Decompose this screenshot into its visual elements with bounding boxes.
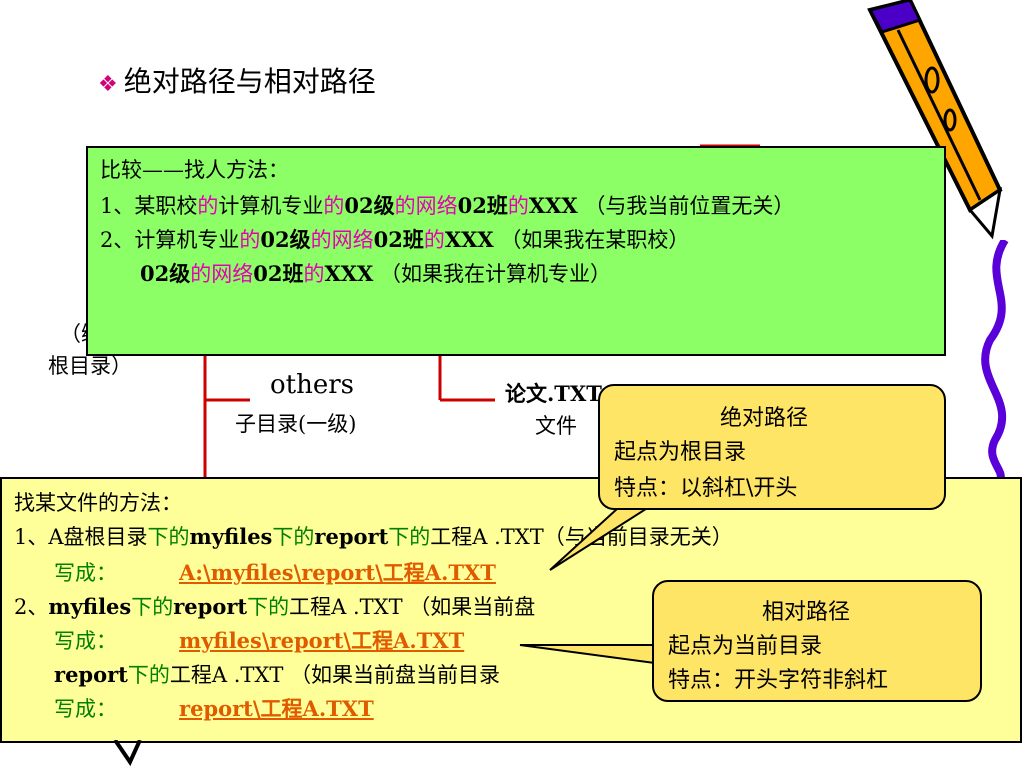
absolute-path-callout: 绝对路径 起点为根目录 特点：以斜杠\开头 — [598, 384, 946, 510]
file-method-write-2: 写成：myfiles\report\工程A.TXT — [54, 628, 465, 653]
relative-callout-title: 相对路径 — [762, 600, 851, 625]
others-sub: 子目录(一级) — [235, 412, 357, 436]
absolute-callout-line-1: 起点为根目录 — [614, 440, 747, 465]
file-method-line-1: 1、A盘根目录下的myfiles下的report下的工程A .TXT（与当前目录… — [14, 524, 733, 549]
relative-path-2: report\工程A.TXT — [179, 696, 374, 721]
relative-path-1: myfiles\report\工程A.TXT — [179, 628, 465, 653]
comparison-line-3: 02级的网络02班的XXX （如果我在计算机专业） — [140, 261, 612, 286]
title-text: 绝对路径与相对路径 — [123, 65, 376, 98]
absolute-callout-title: 绝对路径 — [720, 406, 809, 431]
file-method-write-3: 写成：report\工程A.TXT — [54, 696, 374, 721]
comparison-line-2: 2、计算机专业的02级的网络02班的XXX （如果我在某职校） — [100, 227, 690, 252]
relative-callout-line-1: 起点为当前目录 — [668, 634, 823, 659]
file-method-write-1: 写成：A:\myfiles\report\工程A.TXT — [54, 560, 496, 585]
comparison-heading: 比较——找人方法： — [100, 158, 289, 182]
file-method-line-3: report下的工程A .TXT （如果当前盘当前目录 — [54, 662, 501, 687]
paper-sub: 文件 — [535, 414, 577, 438]
relative-path-callout: 相对路径 起点为当前目录 特点：开头字符非斜杠 — [652, 580, 982, 702]
paper-label: 论文.TXT — [505, 381, 602, 406]
corner-decoration — [113, 740, 142, 767]
relative-callout-line-2: 特点：开头字符非斜杠 — [668, 668, 889, 693]
slide-title: ❖绝对路径与相对路径 — [98, 60, 376, 100]
comparison-box: 比较——找人方法： 1、某职校的计算机专业的02级的网络02班的XXX （与我当… — [86, 146, 946, 356]
file-method-line-2: 2、myfiles下的report下的工程A .TXT （如果当前盘 — [14, 594, 536, 619]
squiggle-decoration — [981, 240, 1009, 480]
file-method-heading: 找某文件的方法： — [14, 491, 182, 515]
diamond-bullet-icon: ❖ — [98, 72, 118, 97]
comparison-line-1: 1、某职校的计算机专业的02级的网络02班的XXX （与我当前位置无关） — [100, 193, 795, 218]
others-label: others — [270, 370, 355, 400]
absolute-path: A:\myfiles\report\工程A.TXT — [179, 560, 496, 585]
root-fragment-2: 根目录） — [48, 354, 132, 378]
absolute-callout-line-2: 特点：以斜杠\开头 — [614, 476, 798, 501]
pencil-illustration — [867, 0, 1003, 240]
